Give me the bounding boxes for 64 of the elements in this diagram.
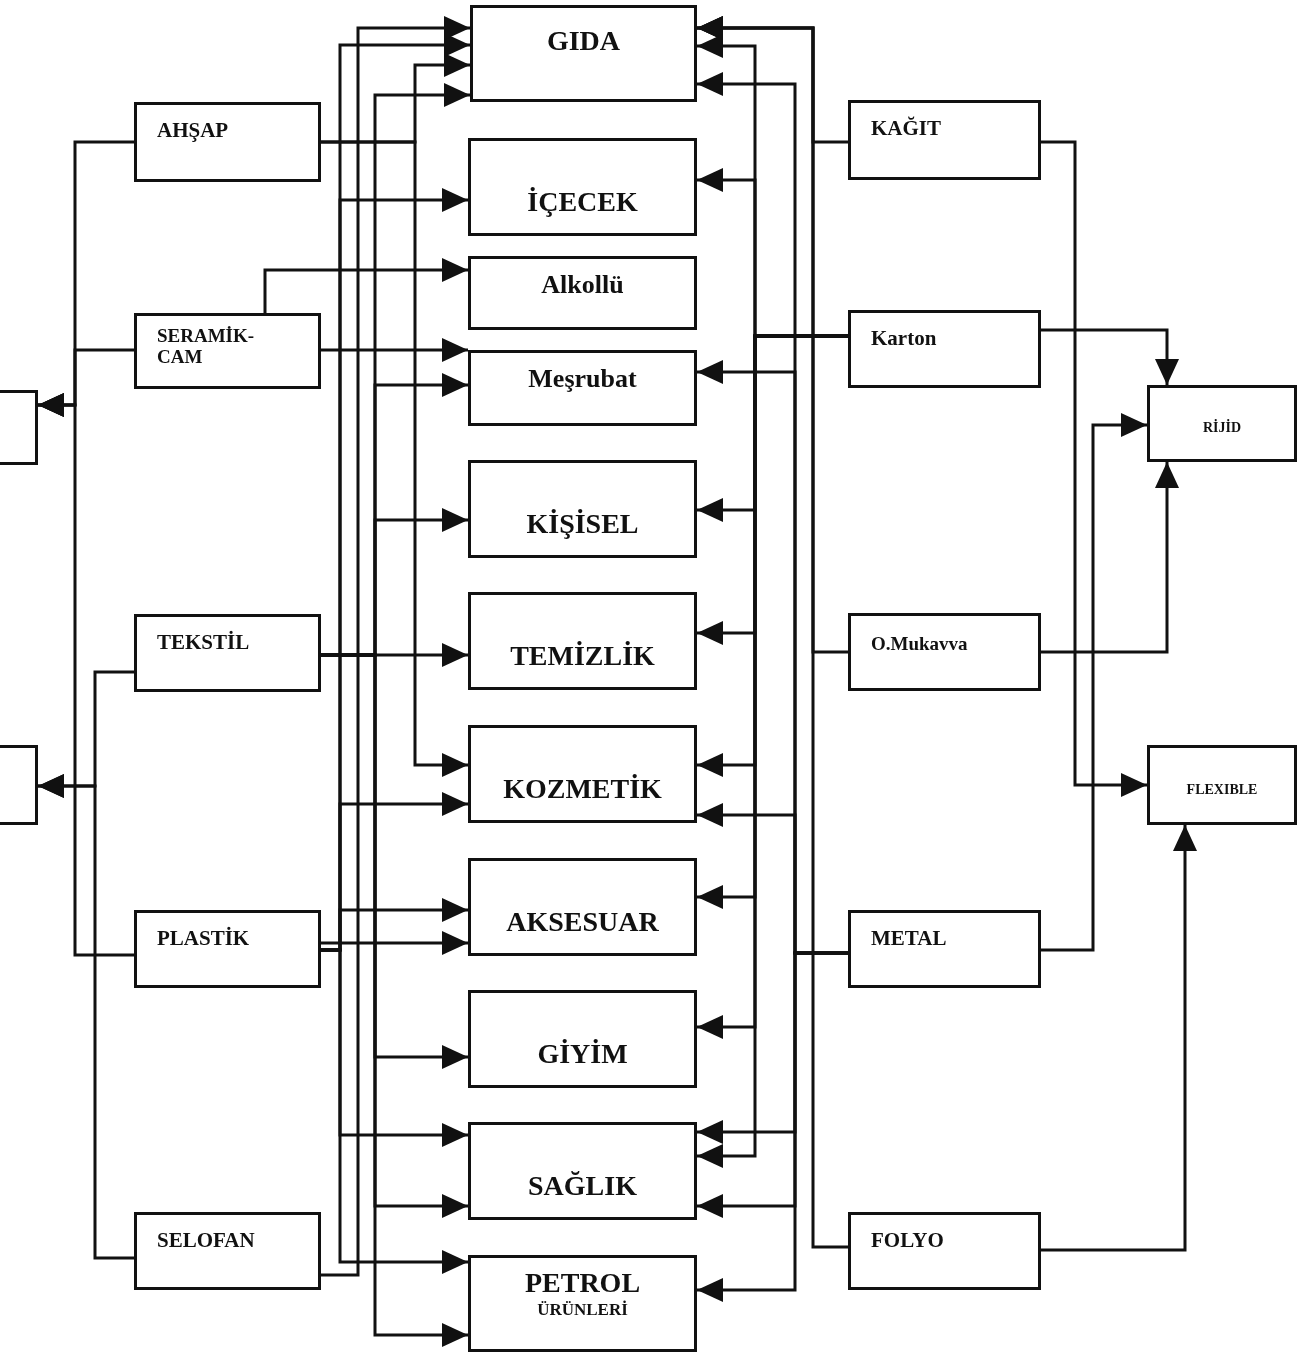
category-box [848, 100, 1041, 180]
cut-off-box [0, 390, 38, 465]
box-label: FOLYO [871, 1229, 944, 1253]
category-box [848, 1212, 1041, 1290]
box-label: İÇECEK [527, 187, 638, 218]
box-label: O.Mukavva [871, 634, 968, 655]
category-box [134, 313, 321, 389]
category-box [468, 1122, 697, 1220]
category-box [468, 350, 697, 426]
arrow [1041, 328, 1179, 385]
category-box [468, 592, 697, 690]
arrow [321, 338, 468, 362]
category-box [468, 256, 697, 330]
arrow [321, 16, 470, 1277]
box-label: Karton [871, 327, 937, 351]
category-box [134, 102, 321, 182]
category-box [468, 858, 697, 956]
category-box [134, 910, 321, 988]
category-box [848, 910, 1041, 988]
box-label: KAĞIT [871, 117, 941, 141]
arrow [1041, 825, 1197, 1252]
category-box [468, 1255, 697, 1352]
arrow [1041, 413, 1147, 952]
box-label: METAL [871, 927, 947, 951]
arrow [321, 948, 468, 1274]
box-label: KOZMETİK [503, 774, 662, 805]
arrow [697, 16, 848, 1249]
arrow [263, 258, 468, 313]
box-label: TEKSTİL [157, 631, 250, 655]
arrow [38, 393, 134, 957]
category-box [470, 5, 697, 102]
category-box [134, 614, 321, 692]
box-label: AKSESUAR [506, 907, 659, 938]
category-box [468, 138, 697, 236]
category-box [468, 990, 697, 1088]
box-label: SERAMİK- CAM [157, 326, 256, 368]
cut-off-box [0, 745, 38, 825]
arrow [38, 774, 134, 1260]
box-label: PETROL [524, 1268, 641, 1299]
box-label: TEMİZLİK [510, 641, 655, 672]
box-label: KİŞİSEL [526, 509, 639, 540]
box-label: PLASTİK [157, 927, 250, 951]
category-box [468, 460, 697, 558]
category-box [848, 310, 1041, 388]
box-label: AHŞAP [157, 119, 229, 143]
category-box [848, 613, 1041, 691]
category-box [1147, 745, 1297, 825]
box-label: FLEXIBLE [1186, 782, 1258, 798]
category-box [468, 725, 697, 823]
box-label: SAĞLIK [528, 1171, 637, 1202]
arrow [1041, 140, 1147, 797]
box-label: GIDA [546, 26, 621, 57]
box-label: SELOFAN [157, 1229, 255, 1253]
box-label: RİJİD [1202, 420, 1242, 436]
box-label: ÜRÜNLERİ [537, 1300, 628, 1320]
category-box [1147, 385, 1297, 462]
category-box [134, 1212, 321, 1290]
box-label: GİYİM [537, 1039, 628, 1070]
arrow [1041, 462, 1179, 654]
arrow [321, 931, 468, 955]
box-label: Meşrubat [528, 365, 637, 394]
arrow [321, 140, 468, 777]
arrow [697, 951, 848, 1302]
box-label: Alkollü [541, 271, 624, 300]
